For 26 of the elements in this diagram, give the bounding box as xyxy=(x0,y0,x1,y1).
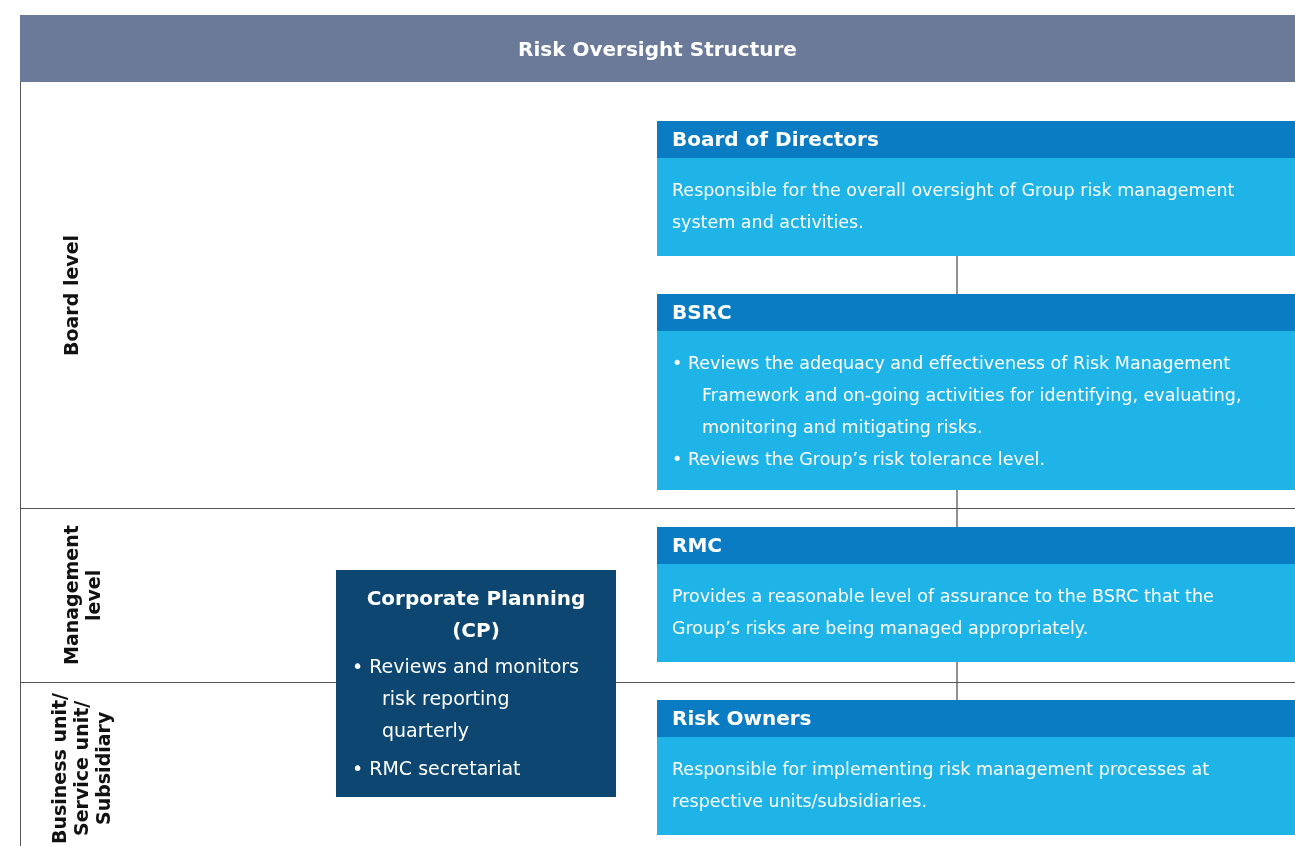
lane-label: Board level xyxy=(61,233,83,358)
box-heading: Risk Owners xyxy=(657,700,1295,737)
swimlane xyxy=(20,682,1295,846)
bullet-item: • Reviews the adequacy and effectiveness of Risk Management Framework and on-going activities for identifying, evaluating, monitoring and mitigating risks. xyxy=(672,352,1243,439)
box-heading: Corporate Planning (CP) xyxy=(365,585,587,644)
box-text: Responsible for the overall oversight of Group risk management system and activities. xyxy=(672,179,1236,234)
info-box xyxy=(657,527,1295,662)
box-text: Responsible for implementing risk management processes at respective units/subsidiaries. xyxy=(672,758,1211,813)
connector-line xyxy=(956,489,958,528)
info-box xyxy=(336,570,616,797)
swimlane xyxy=(20,82,1295,509)
box-heading: RMC xyxy=(657,527,1295,564)
info-box xyxy=(657,294,1295,490)
box-heading: Board of Directors xyxy=(657,121,1295,158)
connector-line xyxy=(956,661,958,701)
lane-label: Business unit/ Service unit/ Subsidiary xyxy=(49,691,115,846)
box-heading: BSRC xyxy=(657,294,1295,331)
bullet-item: • Reviews and monitors risk reporting quarterly xyxy=(352,654,580,743)
bullet-item: • Reviews the Group’s risk tolerance level. xyxy=(672,448,1046,471)
bullet-item: • RMC secretariat xyxy=(352,756,522,781)
info-box xyxy=(657,121,1295,256)
box-text: Provides a reasonable level of assurance to the BSRC that the Group’s risks are being managed appropriately. xyxy=(672,585,1215,640)
info-box xyxy=(657,700,1295,835)
connector-line xyxy=(956,255,958,295)
header-bar: Risk Oversight Structure xyxy=(20,15,1295,82)
lane-label: Management level xyxy=(61,524,105,667)
